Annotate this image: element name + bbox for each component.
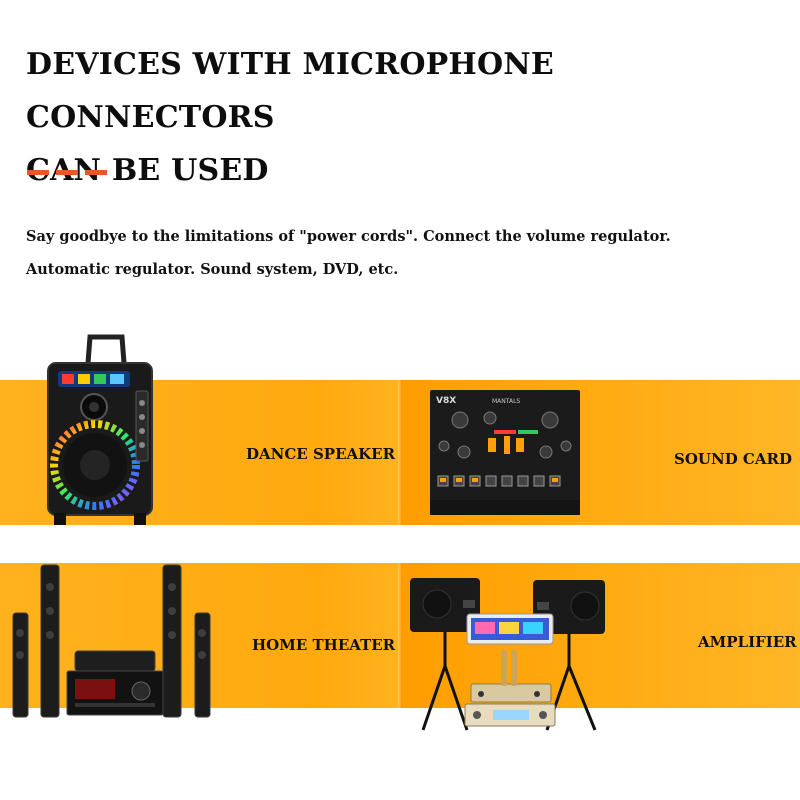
accent-dash <box>56 170 78 175</box>
sound-card-logo: MANTALS <box>492 398 520 405</box>
band-divider <box>398 563 402 708</box>
accent-dash <box>85 170 107 175</box>
accent-dash <box>27 170 49 175</box>
device-label-home-theater: HOME THEATER <box>252 636 396 654</box>
sound-card-brand: V8X <box>436 396 456 406</box>
description-line-1: Say goodbye to the limitations of "power… <box>26 228 671 245</box>
sound-card-icon: V8X MANTALS <box>430 390 580 515</box>
description-line-2: Automatic regulator. Sound system, DVD, … <box>26 261 399 278</box>
page-title: DEVICES WITH MICROPHONE CONNECTORS CAN B… <box>26 38 786 197</box>
band-divider <box>398 380 402 525</box>
device-label-sound-card: SOUND CARD <box>674 450 792 468</box>
home-theater-icon <box>12 564 211 718</box>
party-speaker-icon <box>47 334 153 525</box>
device-label-dance-speaker: DANCE SPEAKER <box>246 445 396 463</box>
device-label-amplifier: AMPLIFIER <box>698 633 797 651</box>
karaoke-amplifier-icon <box>410 578 605 731</box>
title-line-1: DEVICES WITH MICROPHONE CONNECTORS <box>26 47 554 135</box>
